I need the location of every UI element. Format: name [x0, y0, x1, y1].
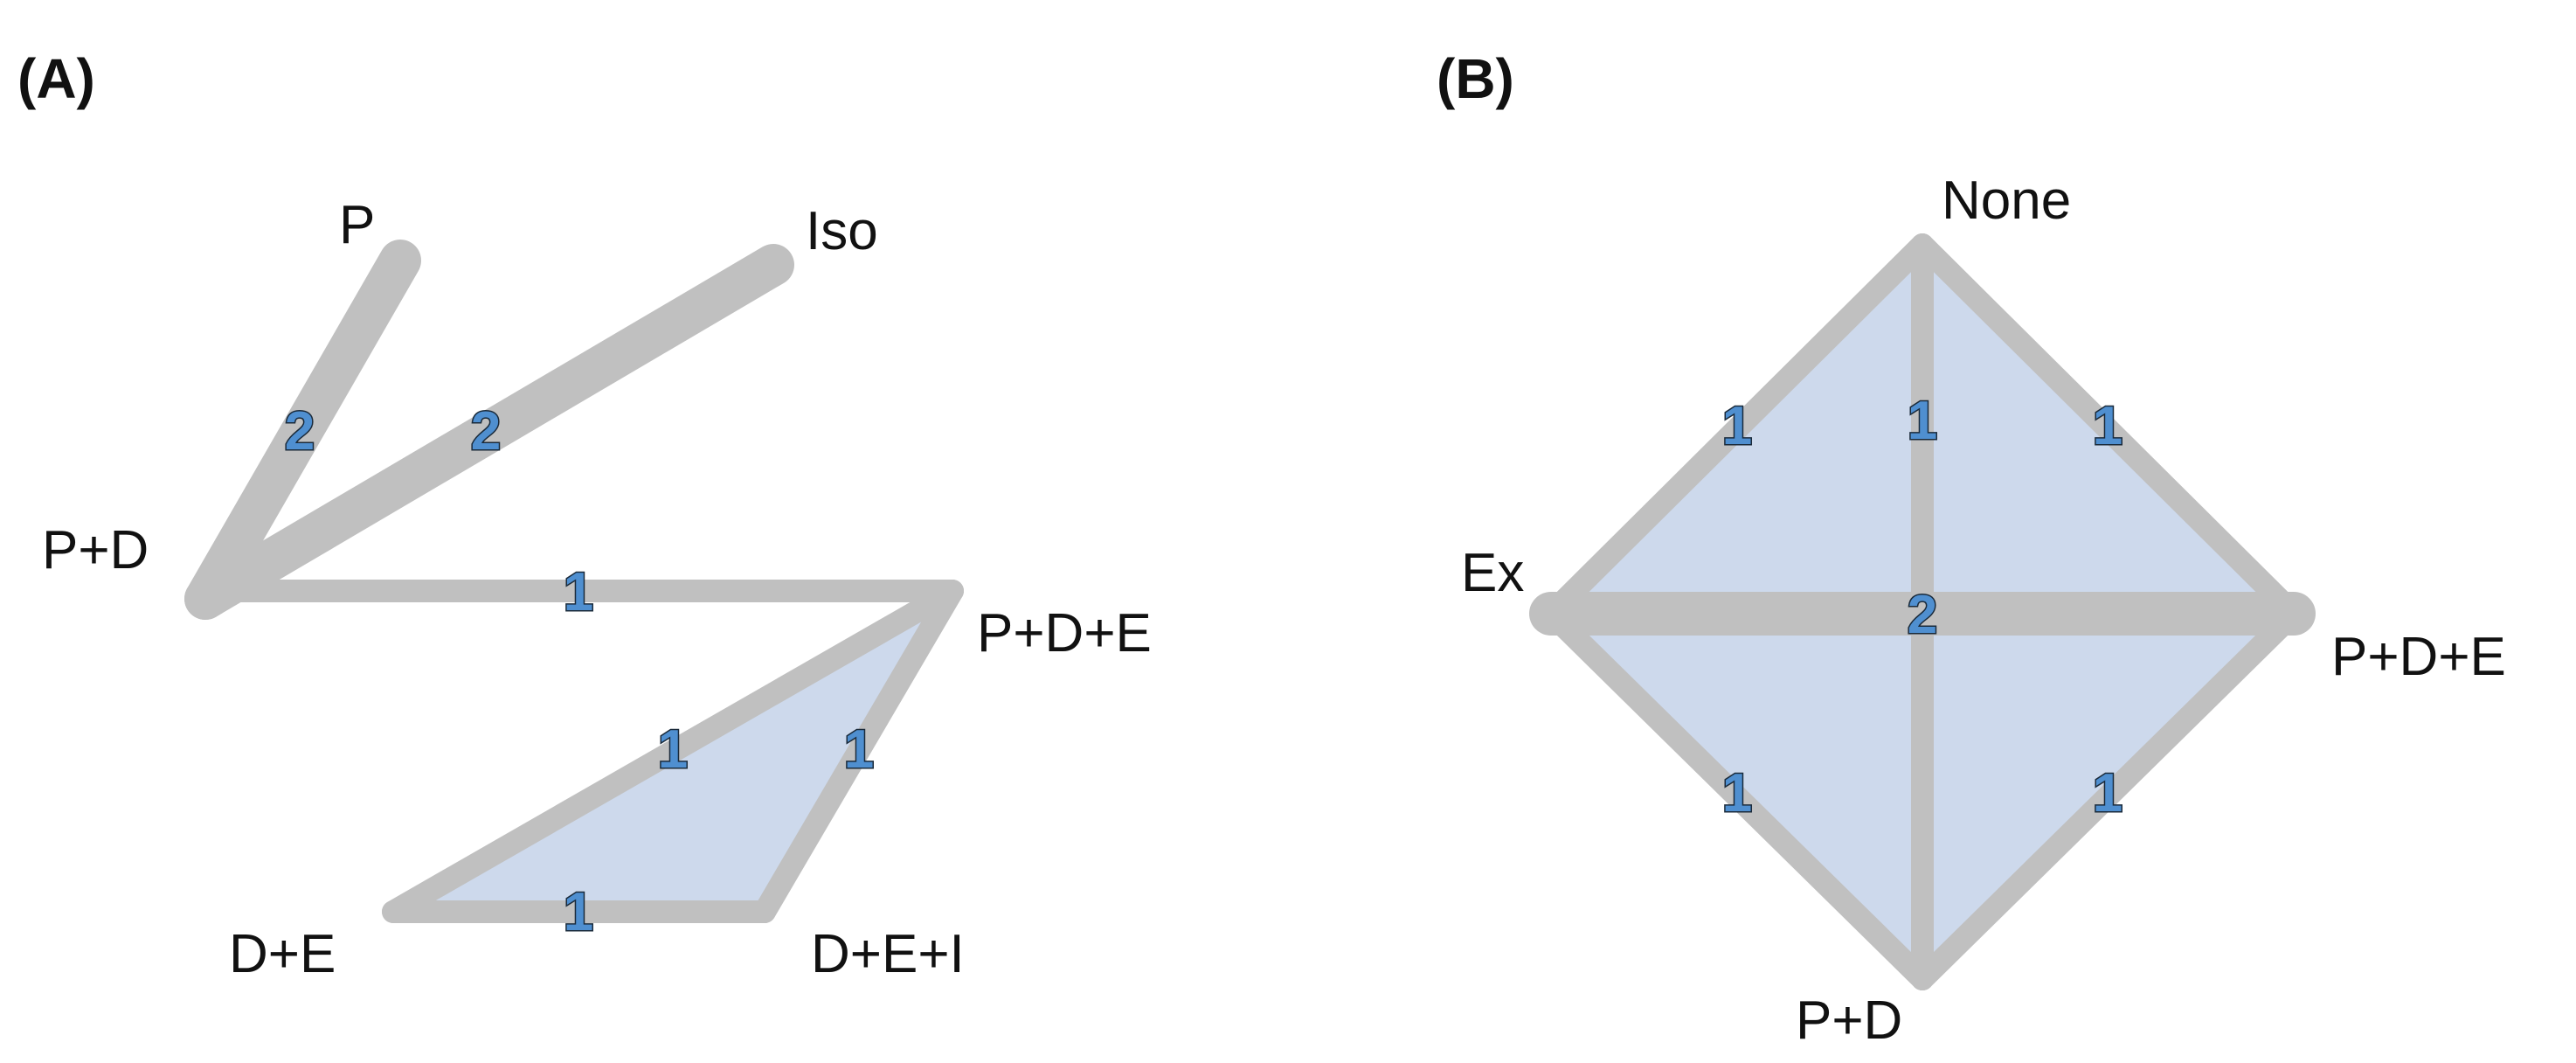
edge-none-pde	[1911, 233, 2305, 625]
node-a-pd: P+D	[42, 520, 149, 580]
edge-p-pd	[184, 240, 421, 620]
panel-a-label: (A)	[17, 47, 95, 110]
weight-b-none-ex: 1	[1722, 396, 1752, 456]
edge-none-ex	[1540, 233, 1934, 625]
weight-b-ex-pd: 1	[1722, 763, 1752, 823]
weight-a-pde-dei: 1	[844, 719, 874, 780]
weight-a-pd-pde: 1	[564, 562, 593, 622]
edge-ex-pd	[1540, 602, 1934, 990]
weight-a-de-dei: 1	[564, 882, 593, 942]
edge-pde-dei	[753, 580, 964, 923]
node-b-pd: P+D	[1796, 990, 1902, 1051]
panel-a: (A) P Iso P+D P+D+E D+E D+E+I 2 2 1 1 1 …	[17, 47, 1152, 984]
weight-a-iso-pd: 2	[471, 401, 501, 462]
edge-pde-pd	[1911, 602, 2305, 990]
weight-a-pde-de: 1	[658, 719, 688, 780]
weight-b-none-pd: 1	[1908, 391, 1937, 451]
edge-iso-pd	[184, 244, 794, 620]
node-b-ex: Ex	[1461, 543, 1524, 603]
edge-pde-de	[382, 580, 964, 923]
weight-a-p-pd: 2	[285, 401, 315, 462]
panel-b: (B) None Ex P+D+E P+D 1 1 1 2 1 1	[1437, 47, 2506, 1051]
node-a-dei: D+E+I	[811, 924, 965, 984]
node-a-de: D+E	[229, 924, 336, 984]
weight-b-ex-pde: 2	[1908, 585, 1937, 645]
node-b-none: None	[1942, 170, 2071, 231]
weight-b-none-pde: 1	[2093, 396, 2122, 456]
node-a-p: P	[339, 195, 375, 255]
node-b-pde: P+D+E	[2331, 627, 2506, 687]
node-a-pde: P+D+E	[977, 603, 1152, 664]
panel-b-label: (B)	[1437, 47, 1514, 110]
node-a-iso: Iso	[806, 201, 878, 261]
weight-b-pde-pd: 1	[2093, 763, 2122, 823]
